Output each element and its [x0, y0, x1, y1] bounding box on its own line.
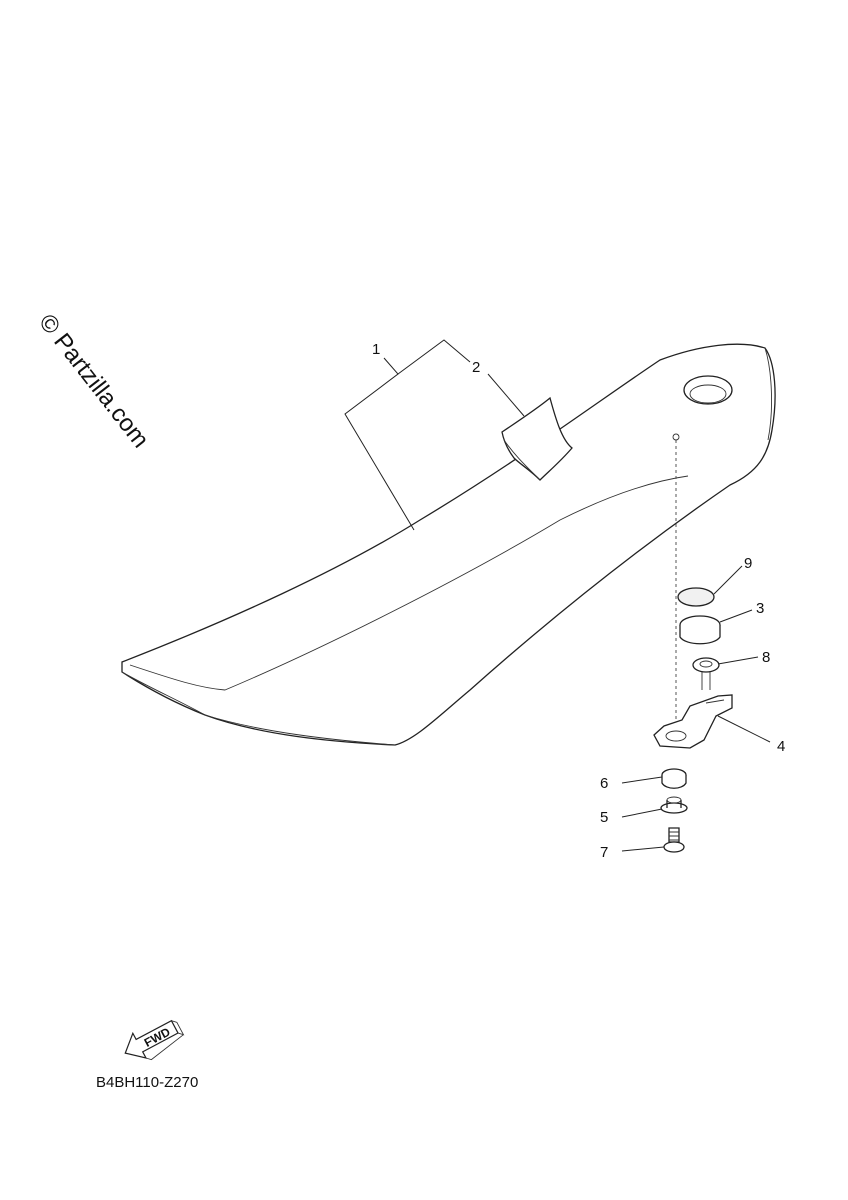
callout-9: 9 — [744, 555, 752, 572]
callout-4: 4 — [777, 738, 785, 755]
seat-hole-outer — [683, 375, 733, 405]
part-4-bracket-hole — [665, 730, 687, 742]
watermark: © Partzilla.com — [33, 309, 154, 453]
seat-illustration — [121, 343, 776, 746]
seat-base-edge — [121, 671, 396, 746]
part-8-nut-hole — [699, 660, 713, 668]
part-4-bracket-slot — [705, 699, 725, 704]
callout-6: 6 — [600, 775, 608, 792]
callout-7: 7 — [600, 844, 608, 861]
leader-lines — [344, 339, 771, 852]
callout-5: 5 — [600, 809, 608, 826]
seat-cover-flap-fold — [503, 439, 541, 481]
leader-4 — [717, 715, 771, 743]
leader-8 — [717, 656, 759, 665]
part-8-shank — [701, 672, 711, 690]
leader-1 — [344, 357, 415, 531]
fwd-arrow-icon: FWD — [124, 1019, 185, 1061]
seat-rear-edge — [764, 347, 773, 441]
part-4-bracket — [653, 694, 733, 749]
part-7-bolt-thread — [669, 831, 679, 841]
seat-hole-inner — [689, 384, 727, 404]
seat-body — [121, 343, 776, 746]
callout-1: 1 — [372, 341, 380, 358]
leader-7 — [621, 846, 665, 852]
leader-1-2-join — [397, 339, 471, 375]
diagram-code: B4BH110-Z270 — [96, 1074, 199, 1091]
callout-2: 2 — [472, 359, 480, 376]
part-5-collar — [660, 802, 688, 814]
leader-6 — [621, 776, 663, 784]
part-6-grommet-body — [661, 775, 687, 789]
leader-9 — [713, 565, 743, 595]
part-9-pad — [677, 587, 715, 607]
part-5-collar-body — [666, 800, 682, 808]
fwd-arrow-depth — [145, 1020, 185, 1061]
seat-crease — [129, 475, 689, 691]
callout-8: 8 — [762, 649, 770, 666]
parts-stack — [653, 587, 733, 853]
leader-2 — [487, 373, 525, 417]
guide-point — [672, 433, 680, 441]
callout-3: 3 — [756, 600, 764, 617]
part-7-bolt-head — [663, 841, 685, 853]
part-8-nut — [692, 657, 720, 673]
leader-3 — [719, 609, 753, 623]
part-3-cap-body — [679, 625, 721, 645]
part-5-collar-top — [666, 796, 682, 804]
fwd-arrow-shape — [124, 1019, 179, 1059]
leader-5 — [621, 808, 663, 818]
